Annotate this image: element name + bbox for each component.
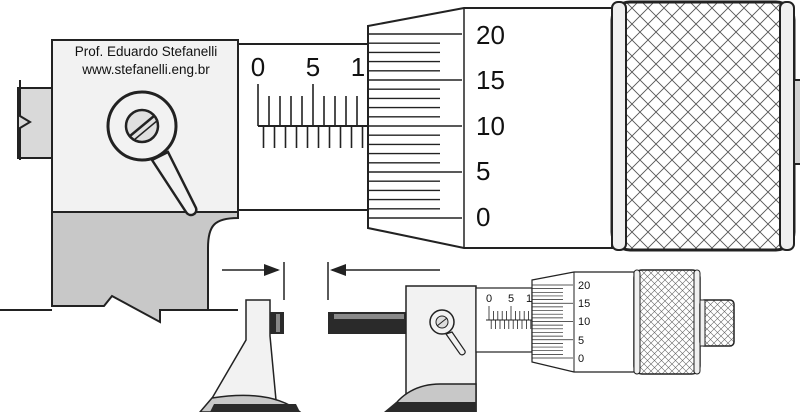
large-ratchet-stub (793, 79, 800, 165)
small-micrometer: 0 5 1 20 15 10 5 0 (198, 262, 735, 414)
credit-website: www.stefanelli.eng.br (81, 62, 210, 77)
small-thimble-label-5: 5 (578, 335, 584, 347)
large-frame-lower (51, 211, 239, 324)
large-thimble-label-0: 0 (476, 202, 490, 232)
large-spindle-break (19, 80, 32, 160)
small-thimble-label-0: 0 (578, 353, 584, 365)
large-micrometer: Prof. Eduardo Stefanelli www.stefanelli.… (0, 0, 800, 324)
small-thimble-ticks (532, 284, 573, 359)
credit-author: Prof. Eduardo Stefanelli (75, 44, 218, 59)
small-sleeve-label-10: 1 (526, 293, 532, 305)
small-thimble-label-15: 15 (578, 298, 590, 310)
small-sleeve-label-0: 0 (486, 293, 492, 305)
large-sleeve-label-0: 0 (251, 52, 265, 82)
large-thimble-label-15: 15 (476, 65, 505, 95)
small-sleeve-label-5: 5 (508, 293, 514, 305)
large-thimble-label-20: 20 (476, 20, 505, 50)
small-thimble-label-10: 10 (578, 316, 590, 328)
large-spindle-stub (17, 87, 55, 159)
large-thimble-ticks (368, 33, 462, 219)
small-lock-lever (445, 331, 466, 356)
gap-arrows (222, 262, 440, 300)
large-thimble-label-5: 5 (476, 156, 490, 186)
small-thimble-label-20: 20 (578, 280, 590, 292)
large-thimble-label-10: 10 (476, 111, 505, 141)
large-sleeve-label-5: 5 (306, 52, 320, 82)
small-knurled-knob (633, 269, 701, 375)
small-sleeve-ticks (488, 306, 532, 329)
large-sleeve-ticks (257, 84, 364, 148)
large-knurled-knob (610, 0, 796, 252)
large-lock-ring (106, 90, 198, 217)
large-sleeve-label-10: 1 (351, 52, 365, 82)
large-lock-lever (150, 150, 198, 217)
